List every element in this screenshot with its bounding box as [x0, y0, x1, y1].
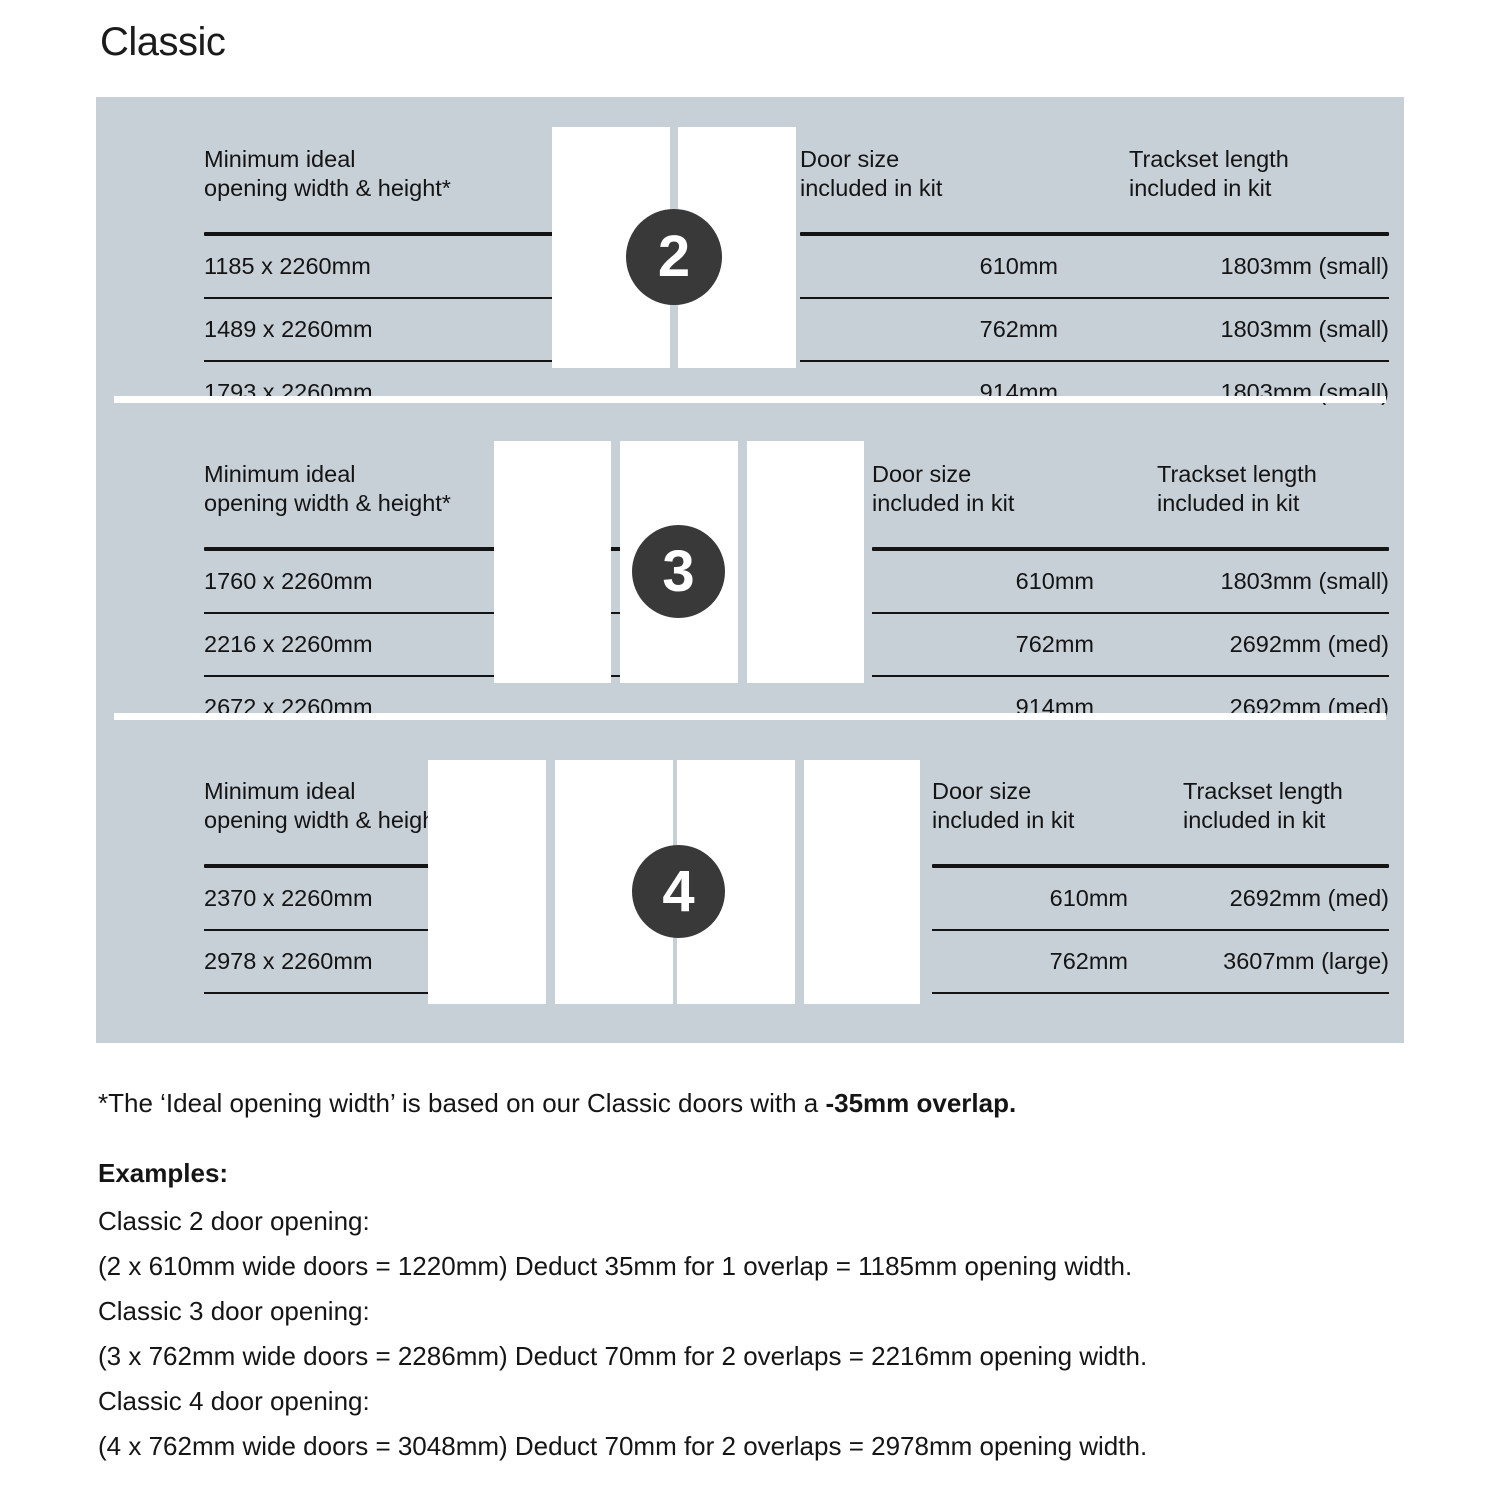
- header-rule: [204, 547, 641, 551]
- door-panel: [804, 760, 920, 1004]
- column-kit-2: Door size included in kit Trackset lengt…: [800, 145, 1389, 406]
- door-count-badge: 3: [632, 525, 725, 618]
- column-header-trackset: Trackset length included in kit: [1183, 778, 1343, 833]
- header-rule: [800, 232, 1389, 236]
- footnote-text: *The ‘Ideal opening width’ is based on o…: [98, 1088, 826, 1118]
- section-2-door: Minimum ideal opening width & height* 11…: [96, 97, 1404, 405]
- row-rule: [932, 929, 1389, 931]
- door-size-value: 762mm: [1015, 631, 1094, 657]
- page-title: Classic: [100, 20, 226, 64]
- row-rule: [204, 360, 641, 362]
- column-opening-3: Minimum ideal opening width & height* 17…: [204, 460, 641, 721]
- door-size-value: 610mm: [979, 253, 1058, 279]
- opening-value: 1489 x 2260mm: [204, 316, 373, 342]
- column-header-opening: Minimum ideal opening width & height*: [204, 146, 451, 201]
- row-rule: [204, 675, 641, 677]
- column-kit-4: Door size included in kit Trackset lengt…: [932, 777, 1389, 994]
- door-panel: [494, 441, 611, 683]
- trackset-value: 2692mm (med): [1229, 885, 1389, 911]
- column-header-opening: Minimum ideal opening width & height*: [204, 461, 451, 516]
- column-kit-3: Door size included in kit Trackset lengt…: [872, 460, 1389, 721]
- header-rule: [872, 547, 1389, 551]
- example-line: Classic 2 door opening:: [98, 1206, 370, 1236]
- opening-value: 2216 x 2260mm: [204, 631, 373, 657]
- column-header-door-size: Door size included in kit: [872, 461, 1015, 516]
- column-header-trackset: Trackset length included in kit: [1129, 146, 1289, 201]
- door-count-badge: 4: [632, 845, 725, 938]
- column-header-trackset: Trackset length included in kit: [1157, 461, 1317, 516]
- trackset-value: 1803mm (small): [1220, 316, 1389, 342]
- section-divider: [114, 713, 1386, 720]
- door-panel: [747, 441, 864, 683]
- example-line: (2 x 610mm wide doors = 1220mm) Deduct 3…: [98, 1251, 1133, 1281]
- column-header-door-size: Door size included in kit: [932, 778, 1075, 833]
- section-3-door: Minimum ideal opening width & height* 17…: [96, 403, 1404, 721]
- opening-value: 1760 x 2260mm: [204, 568, 373, 594]
- door-size-value: 610mm: [1015, 568, 1094, 594]
- door-panel: [428, 760, 546, 1004]
- row-rule: [872, 612, 1389, 614]
- row-rule: [800, 297, 1389, 299]
- footnote-emphasis: -35mm overlap.: [825, 1088, 1017, 1118]
- door-size-value: 762mm: [979, 316, 1058, 342]
- section-4-door: Minimum ideal opening width & height* 23…: [96, 720, 1404, 1043]
- opening-value: 2370 x 2260mm: [204, 885, 373, 911]
- overlap-footnote: *The ‘Ideal opening width’ is based on o…: [98, 1086, 1016, 1120]
- door-size-value: 610mm: [1049, 885, 1128, 911]
- row-rule: [204, 297, 641, 299]
- header-rule: [204, 232, 641, 236]
- column-opening-4: Minimum ideal opening width & height* 23…: [204, 777, 527, 994]
- examples-heading: Examples:: [98, 1158, 229, 1188]
- example-line: (4 x 762mm wide doors = 3048mm) Deduct 7…: [98, 1431, 1148, 1461]
- trackset-value: 2692mm (med): [1229, 631, 1389, 657]
- example-line: Classic 3 door opening:: [98, 1296, 370, 1326]
- trackset-value: 1803mm (small): [1220, 568, 1389, 594]
- row-rule: [204, 992, 527, 994]
- door-count-badge: 2: [626, 209, 722, 305]
- opening-value: 1185 x 2260mm: [204, 253, 371, 279]
- row-rule: [204, 929, 527, 931]
- section-divider: [114, 396, 1386, 403]
- column-header-door-size: Door size included in kit: [800, 146, 943, 201]
- example-line: (3 x 762mm wide doors = 2286mm) Deduct 7…: [98, 1341, 1148, 1371]
- trackset-value: 1803mm (small): [1220, 253, 1389, 279]
- spec-panel: Minimum ideal opening width & height* 11…: [96, 97, 1404, 1043]
- trackset-value: 3607mm (large): [1223, 948, 1389, 974]
- example-line: Classic 4 door opening:: [98, 1386, 370, 1416]
- row-rule: [872, 675, 1389, 677]
- header-rule: [204, 864, 527, 868]
- row-rule: [800, 360, 1389, 362]
- opening-value: 2978 x 2260mm: [204, 948, 373, 974]
- row-rule: [932, 992, 1389, 994]
- header-rule: [932, 864, 1389, 868]
- row-rule: [204, 612, 641, 614]
- door-size-value: 762mm: [1049, 948, 1128, 974]
